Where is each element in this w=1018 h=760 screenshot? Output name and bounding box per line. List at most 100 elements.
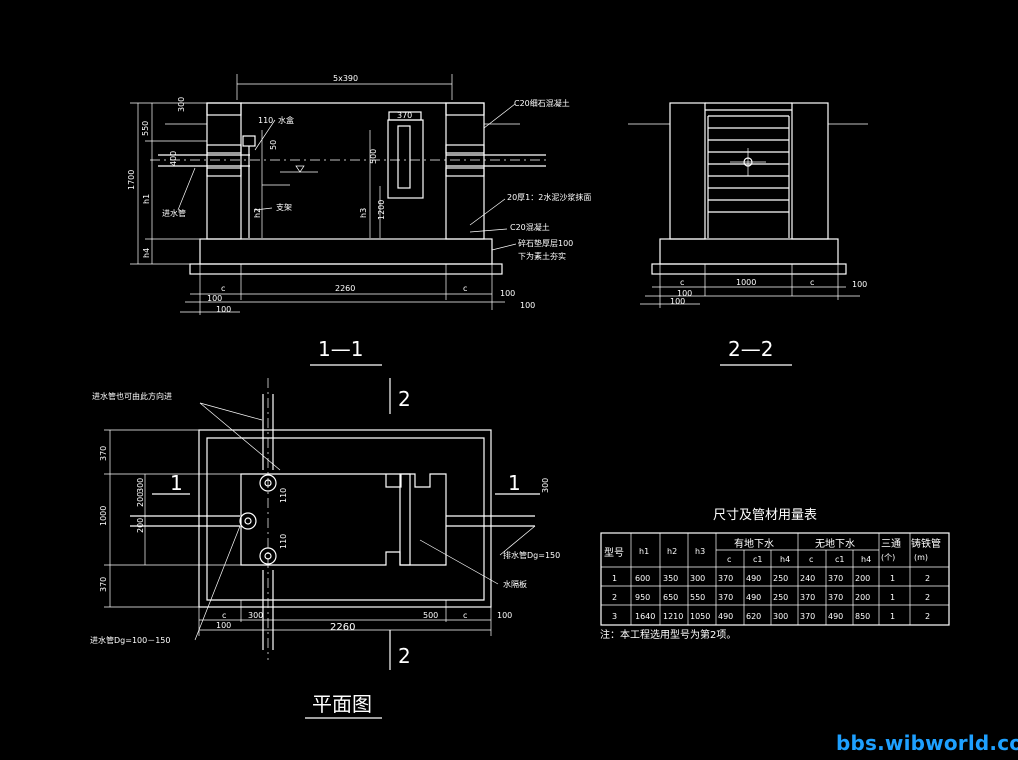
- th-h4-2: h4: [861, 555, 871, 564]
- table-cell: 3: [612, 612, 617, 621]
- label-support: 支架: [276, 202, 292, 212]
- label-inlet-plan: 进水管Dg=100－150: [90, 635, 170, 645]
- dim-110: 110: [258, 116, 273, 125]
- dim-50: 50: [269, 140, 278, 150]
- label-inlet-direction: 进水管也可由此方向进: [92, 391, 172, 401]
- section-2-2: c c 1000 100 100 100 2—2: [628, 102, 868, 366]
- section-marker-2-top: 2: [398, 387, 411, 411]
- table-cell: 2: [925, 612, 930, 621]
- plan-dim-110-b: 110: [279, 534, 288, 549]
- dim-2260: 2260: [335, 284, 355, 293]
- label-baffle: 水隔板: [503, 579, 527, 589]
- dim-h4: h4: [142, 248, 151, 258]
- plan-dim-300-right: 300: [541, 478, 550, 493]
- plan-dim-370-top: 370: [99, 446, 108, 461]
- baffle-11: [387, 119, 424, 199]
- lid-slab-right: [445, 144, 485, 154]
- th-pipe: 铸铁管: [911, 537, 941, 550]
- section-marker-1-left: 1: [170, 471, 183, 495]
- plan-dim-500: 500: [423, 611, 438, 620]
- table-cell: 350: [663, 574, 678, 583]
- label-outlet: 排水管Dg=150: [503, 550, 560, 560]
- dim22-100-c: 100: [852, 280, 867, 289]
- section-1-1: 5x390 300 550 1700 400 h1 h4 110 50 500 …: [127, 74, 591, 366]
- table-cell: 600: [635, 574, 650, 583]
- dim22-1000: 1000: [736, 278, 756, 287]
- dim22-c-right: c: [810, 278, 814, 287]
- table-cell: 1: [890, 593, 895, 602]
- lid-slab-right2: [445, 167, 485, 177]
- th-h2: h2: [667, 547, 677, 556]
- table-cell: 200: [855, 593, 870, 602]
- table-cell: 550: [690, 593, 705, 602]
- label-c20-top: C20细石混凝土: [514, 98, 570, 108]
- table-cell: 850: [855, 612, 870, 621]
- table-cell: 2: [925, 593, 930, 602]
- dim-h2: h2: [253, 208, 262, 218]
- dim-550: 550: [141, 121, 150, 136]
- th-pipe-unit: (m): [914, 553, 928, 562]
- th-c1-2: c1: [835, 555, 845, 564]
- th-model: 型号: [604, 546, 624, 559]
- dim-c-right: c: [463, 284, 467, 293]
- dim-h3: h3: [359, 208, 368, 218]
- table-cell: 300: [690, 574, 705, 583]
- table-cell: 370: [828, 574, 843, 583]
- dim22-c-left: c: [680, 278, 684, 287]
- table-cell: 370: [800, 612, 815, 621]
- th-c-1: c: [727, 555, 731, 564]
- th-tee-unit: (个): [881, 553, 895, 562]
- table-cell: 1: [890, 574, 895, 583]
- dim-h1: h1: [142, 194, 151, 204]
- dim-370: 370: [397, 111, 412, 120]
- table-note: 注：本工程选用型号为第2项。: [600, 628, 736, 641]
- table-cell: 370: [718, 574, 733, 583]
- dim-100-d: 100: [520, 301, 535, 310]
- th-c1-1: c1: [753, 555, 763, 564]
- th-c-2: c: [809, 555, 813, 564]
- label-water-box: 水盒: [278, 115, 294, 125]
- dim-100-b: 100: [216, 305, 231, 314]
- label-soil: 下为素土夯实: [518, 251, 566, 261]
- table-cell: 490: [746, 574, 761, 583]
- table-cell: 370: [800, 593, 815, 602]
- plan-dim-100-b: 100: [497, 611, 512, 620]
- lid-slab-left2: [206, 167, 242, 177]
- table-cell: 1: [890, 612, 895, 621]
- table-cell: 300: [773, 612, 788, 621]
- dim-1700: 1700: [127, 170, 136, 190]
- th-without-groundwater: 无地下水: [815, 537, 855, 550]
- section-marker-2-bottom: 2: [398, 644, 411, 668]
- section-title-22: 2—2: [728, 337, 773, 361]
- plan-dim-100-a: 100: [216, 621, 231, 630]
- dim-100-c: 100: [500, 289, 515, 298]
- table-cell: 950: [635, 593, 650, 602]
- plan-view: 进水管也可由此方向进 排水管Dg=150 水隔板 进水管Dg=100－150 3…: [90, 378, 560, 719]
- plan-title: 平面图: [312, 692, 372, 716]
- table-title: 尺寸及管材用量表: [713, 508, 817, 523]
- material-table: 尺寸及管材用量表 型号 h1 h2 h3 有地下水 无地下水 三通 (个) 铸铁…: [600, 508, 950, 641]
- table-cell: 1050: [690, 612, 710, 621]
- left-cap-11: [206, 102, 242, 116]
- right-cap-11: [445, 102, 485, 116]
- dim-c-left: c: [221, 284, 225, 293]
- table-cell: 490: [718, 612, 733, 621]
- plan-dim-370-bot: 370: [99, 577, 108, 592]
- plan-dim-c-left: c: [222, 611, 226, 620]
- gravel-11: [189, 263, 503, 275]
- table-cell: 1640: [635, 612, 655, 621]
- right-wall-22: [791, 102, 829, 240]
- watermark: bbs.wibworld.com: [836, 731, 1018, 755]
- baffle-lines-22: [707, 115, 790, 238]
- label-inlet-11: 进水管: [162, 208, 186, 218]
- section-marker-1-right: 1: [508, 471, 521, 495]
- plan-dim-c-right: c: [463, 611, 467, 620]
- table-cell: 620: [746, 612, 761, 621]
- plan-dim-200: 200: [136, 492, 145, 507]
- table-cell: 370: [718, 593, 733, 602]
- th-with-groundwater: 有地下水: [734, 537, 774, 550]
- dim-100-a: 100: [207, 294, 222, 303]
- table-cell: 250: [773, 574, 788, 583]
- plan-dim-1000: 1000: [99, 506, 108, 526]
- plan-dim-110: 110: [279, 488, 288, 503]
